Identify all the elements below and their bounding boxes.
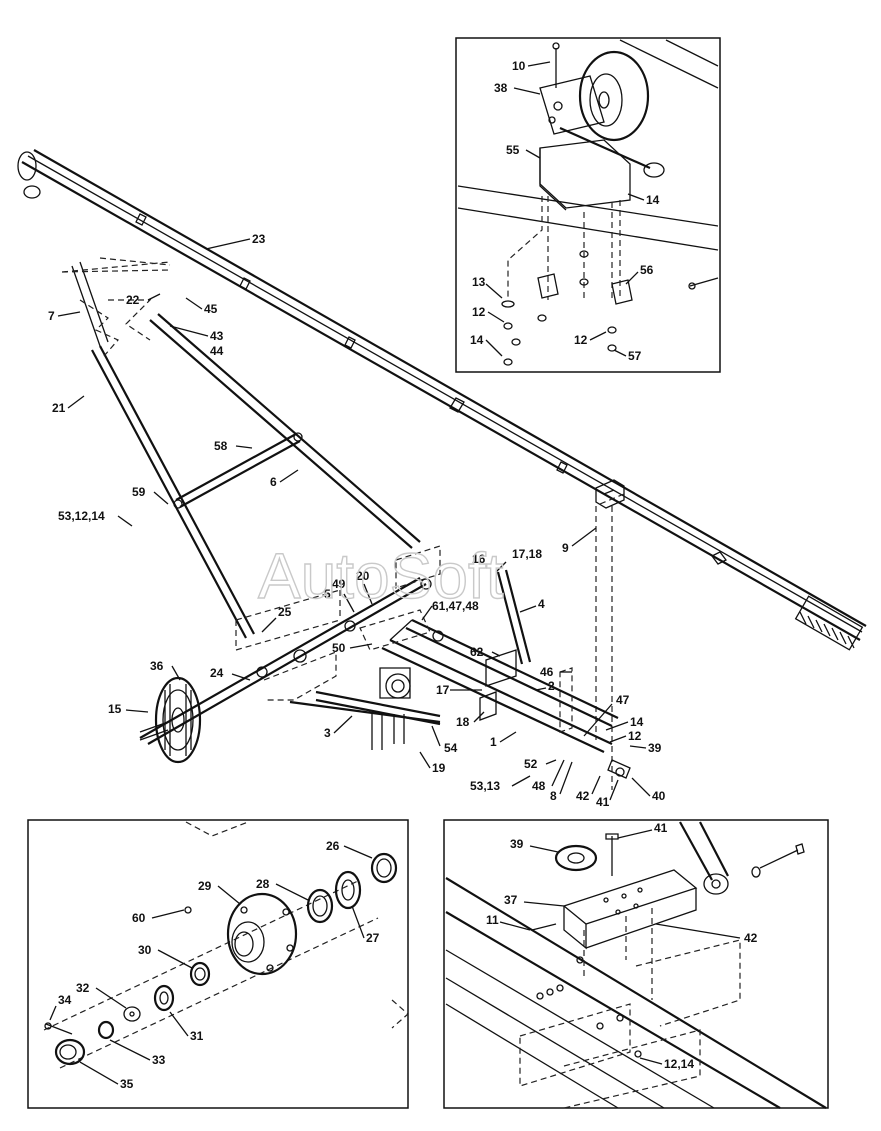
label-41: 41 <box>596 795 610 809</box>
label-53-12-14: 53,12,14 <box>58 509 105 523</box>
label-5: 5 <box>324 587 331 601</box>
lift-leg-right <box>149 313 421 549</box>
label-39: 39 <box>648 741 662 755</box>
lift-leg-left <box>71 261 255 639</box>
label-59: 59 <box>132 485 146 499</box>
label-15: 15 <box>108 702 122 716</box>
inset-winch: 10 38 55 14 13 56 12 12 14 57 <box>455 37 721 373</box>
label-60: 60 <box>132 911 146 925</box>
label-14: 14 <box>630 715 644 729</box>
label-14a: 14 <box>646 193 660 207</box>
label-54: 54 <box>444 741 458 755</box>
label-33: 33 <box>152 1053 166 1067</box>
label-26: 26 <box>326 839 340 853</box>
label-48: 48 <box>532 779 546 793</box>
label-9: 9 <box>562 541 569 555</box>
label-40: 40 <box>652 789 666 803</box>
label-19: 19 <box>432 761 446 775</box>
label-43: 43 <box>210 329 224 343</box>
label-35: 35 <box>120 1077 134 1091</box>
wheel <box>139 676 202 764</box>
label-53-13: 53,13 <box>470 779 500 793</box>
label-38: 38 <box>494 81 508 95</box>
label-34: 34 <box>58 993 72 1007</box>
label-57: 57 <box>628 349 642 363</box>
label-41: 41 <box>654 821 668 835</box>
label-29: 29 <box>198 879 212 893</box>
label-22: 22 <box>126 293 140 307</box>
cross-brace <box>173 432 303 509</box>
label-12b: 12 <box>574 333 588 347</box>
label-20: 20 <box>356 569 370 583</box>
label-45: 45 <box>204 302 218 316</box>
label-13: 13 <box>472 275 486 289</box>
label-42: 42 <box>744 931 758 945</box>
label-8: 8 <box>550 789 557 803</box>
label-42: 42 <box>576 789 590 803</box>
label-49: 49 <box>332 577 346 591</box>
label-50: 50 <box>332 641 346 655</box>
label-12: 12 <box>628 729 642 743</box>
label-24: 24 <box>210 666 224 680</box>
label-37: 37 <box>504 893 518 907</box>
label-36: 36 <box>150 659 164 673</box>
label-39: 39 <box>510 837 524 851</box>
axle-frame <box>139 545 631 779</box>
label-23: 23 <box>252 232 266 246</box>
auger-tube <box>17 149 867 651</box>
label-3: 3 <box>324 726 331 740</box>
label-12-14: 12,14 <box>664 1057 694 1071</box>
label-1: 1 <box>490 735 497 749</box>
label-32: 32 <box>76 981 90 995</box>
label-21: 21 <box>52 401 66 415</box>
label-56: 56 <box>640 263 654 277</box>
tube-bracket <box>595 479 625 509</box>
main-labels: 23 22 45 7 43 44 21 58 6 59 53,12,14 9 1… <box>48 232 666 809</box>
inset-bracket: 41 39 37 11 42 12,14 <box>443 819 829 1109</box>
label-30: 30 <box>138 943 152 957</box>
label-58: 58 <box>214 439 228 453</box>
label-18: 18 <box>456 715 470 729</box>
label-46: 46 <box>540 665 554 679</box>
inset-hub: 26 29 28 60 27 30 32 34 31 33 35 <box>27 819 409 1109</box>
label-44: 44 <box>210 344 224 358</box>
label-4: 4 <box>538 597 545 611</box>
label-27: 27 <box>366 931 380 945</box>
label-52: 52 <box>524 757 538 771</box>
label-16: 16 <box>472 552 486 566</box>
label-2: 2 <box>548 679 555 693</box>
label-11: 11 <box>486 913 499 927</box>
label-14b: 14 <box>470 333 484 347</box>
label-17: 17 <box>436 683 450 697</box>
label-7: 7 <box>48 309 55 323</box>
label-12a: 12 <box>472 305 486 319</box>
label-25: 25 <box>278 605 292 619</box>
label-17-18a: 17,18 <box>512 547 542 561</box>
label-10: 10 <box>512 59 526 73</box>
label-55: 55 <box>506 143 520 157</box>
label-61-47-48: 61,47,48 <box>432 599 479 613</box>
watermark: AutoSoft <box>258 540 504 612</box>
label-47: 47 <box>616 693 630 707</box>
main-assembly: 23 22 45 7 43 44 21 58 6 59 53,12,14 9 1… <box>17 149 867 809</box>
label-6: 6 <box>270 475 277 489</box>
label-31: 31 <box>190 1029 204 1043</box>
label-28: 28 <box>256 877 270 891</box>
label-62: 62 <box>470 645 484 659</box>
